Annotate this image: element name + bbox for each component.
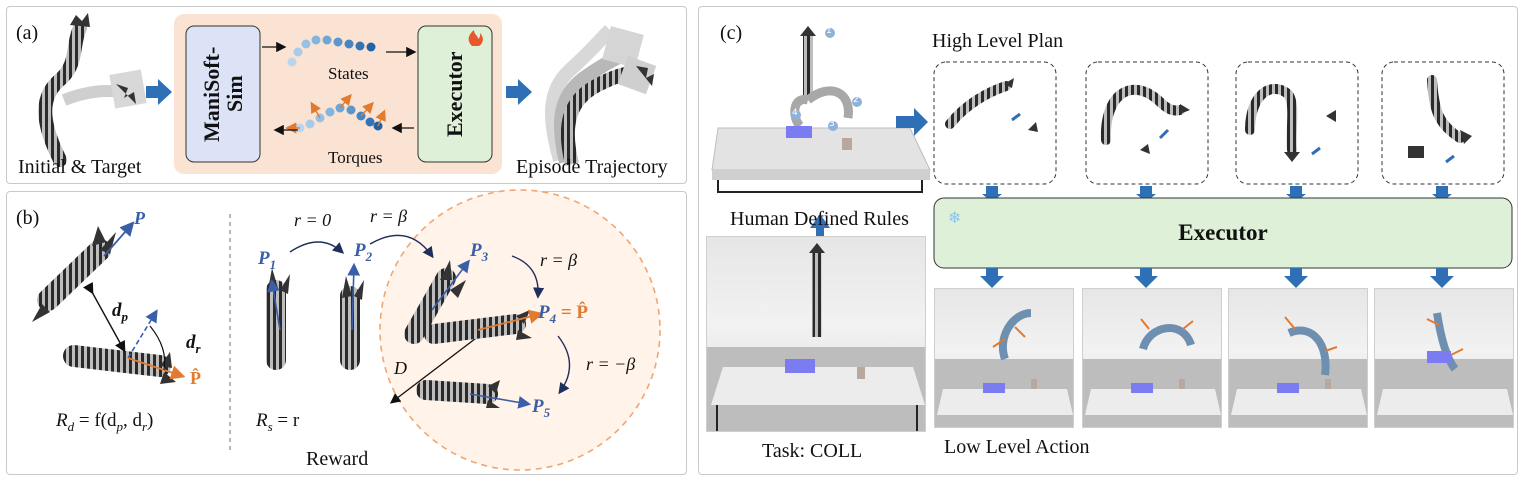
- human-rules-caption: Human Defined Rules: [730, 208, 909, 230]
- arrow-to-plan: [896, 108, 928, 136]
- dp-label: dp: [112, 300, 128, 324]
- scene-top: [711, 26, 931, 193]
- rd-formula: Rd = f(dp, dr): [56, 410, 154, 434]
- executor-label: Executor: [442, 51, 467, 137]
- p2-label: P2: [354, 240, 373, 264]
- marker-2: 2: [853, 95, 859, 105]
- reward-caption: Reward: [306, 448, 369, 470]
- panel-a-label: (a): [16, 22, 39, 44]
- reward-rnb: r = −β: [586, 354, 636, 374]
- marker-1: 1: [826, 26, 832, 36]
- reward-r0: r = 0: [294, 210, 332, 230]
- reward-rb2: r = β: [540, 250, 578, 270]
- reward-rb1: r = β: [370, 206, 408, 226]
- arrow-to-trajectory: [506, 79, 532, 105]
- p1-label: P1: [258, 248, 277, 272]
- torques-label: Torques: [328, 148, 383, 167]
- distance-d-label: D: [394, 358, 407, 378]
- executor-bar-label: Executor: [1178, 220, 1268, 245]
- task-scene-photo: [706, 236, 926, 432]
- marker-4: 4: [792, 108, 798, 118]
- states-label: States: [328, 64, 369, 83]
- panel-c-label: (c): [720, 22, 743, 44]
- p3-label: P3: [470, 240, 489, 264]
- low-level-action-2: [1082, 288, 1222, 428]
- vector-p-label: P: [134, 208, 145, 228]
- low-level-action-1: [934, 288, 1074, 428]
- episode-trajectory-caption: Episode Trajectory: [516, 156, 668, 178]
- panel-b-label: (b): [16, 207, 40, 229]
- initial-target-caption: Initial & Target: [18, 156, 142, 178]
- snowflake-icon: ❄: [948, 208, 961, 227]
- initial-arm: [38, 13, 147, 167]
- low-level-action-4: [1374, 288, 1514, 428]
- task-caption: Task: COLL: [762, 440, 863, 462]
- executor-bar: [933, 197, 1513, 269]
- executor-box: [417, 25, 493, 163]
- plan-arms: [945, 75, 1472, 164]
- high-level-plan-title: High Level Plan: [932, 30, 1064, 52]
- low-level-action-3: [1228, 288, 1368, 428]
- vector-p-hat-label: P̂: [190, 368, 201, 388]
- simulator-label: ManiSoft- Sim: [198, 46, 247, 142]
- p4-label: P4 = P̂: [538, 302, 589, 326]
- arrow-to-pipeline: [146, 79, 172, 105]
- marker-3: 3: [829, 119, 835, 129]
- flame-icon: [468, 30, 483, 46]
- gripper-current: [32, 226, 116, 322]
- simulator-box: [185, 25, 261, 163]
- dr-label: dr: [186, 332, 201, 356]
- low-level-action-caption: Low Level Action: [944, 436, 1090, 458]
- arrow-up-rules: [810, 214, 830, 240]
- episode-trajectory-arm: [545, 25, 657, 166]
- states-dots: [287, 35, 376, 67]
- plan-step-1: [933, 61, 1057, 185]
- reward-grippers: [266, 260, 532, 408]
- rs-formula: Rs = r: [256, 410, 300, 434]
- p5-label: P5: [532, 396, 551, 420]
